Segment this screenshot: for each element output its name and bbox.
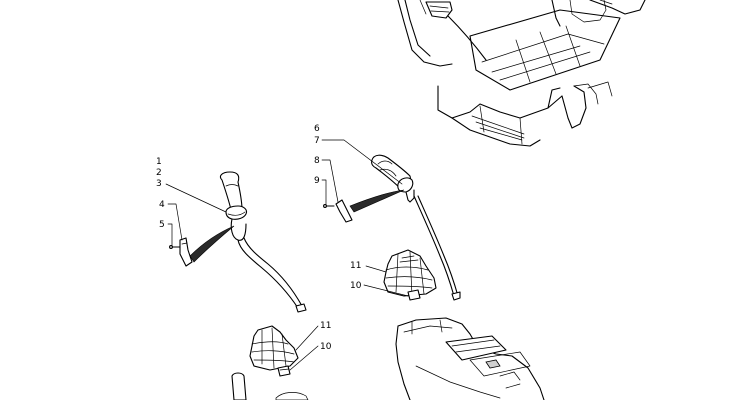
leader-11-right xyxy=(365,265,387,273)
callout-7: 7 xyxy=(314,136,320,146)
left-handle-collar xyxy=(225,205,248,220)
callout-8: 8 xyxy=(314,156,320,166)
right-assembly-swoosh xyxy=(349,189,405,213)
callout-4: 4 xyxy=(159,200,165,210)
callout-11-left: 11 xyxy=(320,321,331,331)
left-small-lever xyxy=(179,237,193,267)
callout-9: 9 xyxy=(314,176,320,186)
leader-lines xyxy=(165,139,409,371)
left-joystick-handle xyxy=(219,171,243,215)
console-assembly xyxy=(395,317,545,400)
callout-1: 1 xyxy=(156,157,162,167)
callout-11-right: 11 xyxy=(350,261,361,271)
left-nut xyxy=(277,365,291,377)
leader-9 xyxy=(321,179,327,206)
leader-1-3 xyxy=(165,183,227,213)
seat-assembly xyxy=(397,0,646,147)
leader-4 xyxy=(167,203,183,241)
right-small-lever xyxy=(335,199,353,223)
leader-11-left xyxy=(295,325,319,351)
leader-10-right xyxy=(363,284,409,297)
callout-5: 5 xyxy=(159,220,165,230)
callout-10-right: 10 xyxy=(350,281,362,291)
left-assembly-swoosh xyxy=(189,225,235,263)
leader-10-left xyxy=(289,345,319,371)
leader-8 xyxy=(321,159,339,203)
leader-6-7 xyxy=(321,139,403,185)
callout-3: 3 xyxy=(156,179,162,189)
callout-10-left: 10 xyxy=(320,342,332,352)
callout-2: 2 xyxy=(156,168,162,178)
leader-5 xyxy=(167,223,173,247)
callout-labels: 1 2 3 4 5 6 7 8 9 11 10 11 10 xyxy=(156,124,362,352)
right-handle-collar xyxy=(397,177,414,193)
callout-6: 6 xyxy=(314,124,320,134)
left-joystick-assembly xyxy=(169,171,309,400)
right-nut xyxy=(407,289,421,301)
right-joystick-assembly xyxy=(323,154,461,301)
